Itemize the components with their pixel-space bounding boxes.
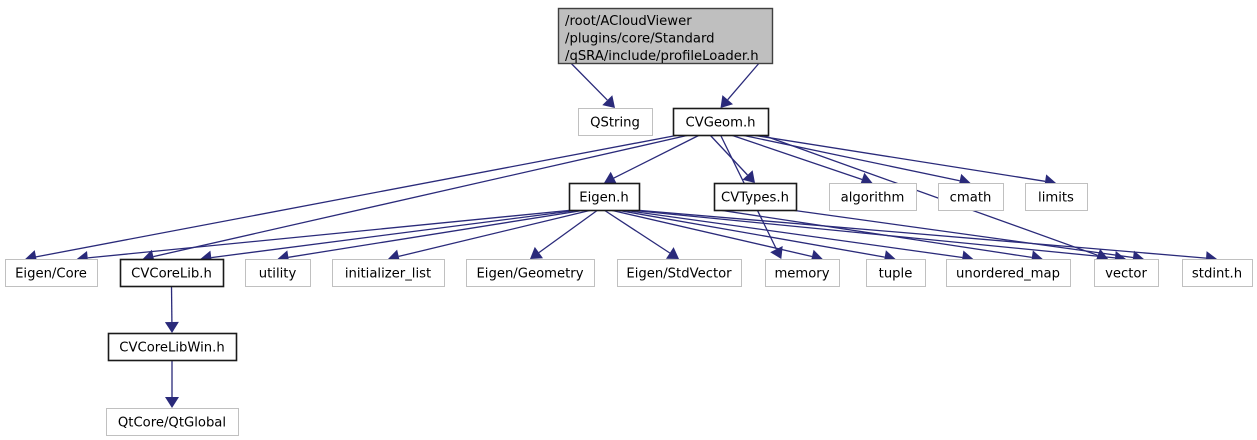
edge-cvgeom-to-limits — [751, 134, 1046, 182]
graph-node-qstring[interactable]: QString — [578, 108, 653, 136]
edge-eigenh-to-eigenstdvec — [603, 209, 671, 254]
edge-eigenh-to-utility — [288, 209, 586, 258]
edge-arrowhead-cvgeom-to-vector — [1095, 248, 1109, 262]
edge-root-to-cvgeom — [727, 62, 760, 101]
edge-eigenh-to-memory — [610, 209, 813, 258]
edge-arrowhead-cvgeom-to-algorithm — [859, 172, 873, 187]
edge-cvgeom-to-cvcorelib — [153, 134, 690, 258]
edge-cvtypes-to-vector — [791, 209, 1134, 259]
node-box-tuple[interactable] — [866, 259, 926, 287]
node-box-cvcorelibwin[interactable] — [107, 332, 238, 362]
node-layer: /root/ACloudViewer/plugins/core/Standard… — [5, 7, 1253, 436]
edge-root-to-qstring — [570, 62, 608, 101]
node-box-unorderedmap[interactable] — [946, 259, 1071, 287]
graph-node-memory[interactable]: memory — [765, 259, 840, 287]
node-box-algorithm[interactable] — [829, 183, 917, 211]
edge-arrowhead-root-to-cvgeom — [720, 95, 733, 108]
edge-eigenh-to-vector — [628, 209, 1116, 259]
edge-layer — [25, 62, 1217, 408]
edge-eigenh-to-eigencore — [87, 209, 574, 259]
graph-node-cvgeom[interactable]: CVGeom.h — [672, 107, 770, 137]
edge-eigenh-to-unorderedmap — [622, 209, 963, 259]
graph-node-limits[interactable]: limits — [1025, 183, 1088, 211]
graph-node-tuple[interactable]: tuple — [866, 259, 926, 287]
graph-node-cvtypes[interactable]: CVTypes.h — [713, 182, 798, 212]
edge-eigenh-to-eigengeom — [538, 209, 599, 254]
graph-node-initlist[interactable]: initializer_list — [332, 259, 445, 287]
edge-cvgeom-to-cmath — [741, 134, 960, 182]
graph-node-eigenh[interactable]: Eigen.h — [568, 182, 641, 212]
node-box-qtglobal[interactable] — [106, 408, 239, 436]
graph-node-root[interactable]: /root/ACloudViewer/plugins/core/Standard… — [557, 7, 774, 65]
edge-arrowhead-cvcorelib-to-cvcorelibwin — [164, 321, 179, 333]
graph-node-unorderedmap[interactable]: unordered_map — [946, 259, 1071, 287]
node-box-eigencore[interactable] — [5, 259, 98, 287]
graph-node-qtglobal[interactable]: QtCore/QtGlobal — [106, 408, 239, 436]
edge-cvgeom-to-eigenh — [613, 134, 700, 179]
edge-cvgeom-to-algorithm — [730, 134, 863, 181]
edge-cvgeom-to-cvtypes — [709, 134, 748, 176]
edge-arrowhead-cvgeom-to-eigenh — [604, 171, 617, 185]
edge-arrowhead-eigenh-to-eigengeom — [530, 246, 543, 259]
edge-eigenh-to-tuple — [616, 209, 885, 258]
edge-eigenh-to-initlist — [398, 209, 592, 258]
edge-arrowhead-cvgeom-to-cvtypes — [742, 170, 755, 183]
edge-eigenh-to-cvcorelib — [211, 209, 580, 259]
node-box-qstring[interactable] — [578, 108, 653, 136]
graph-node-algorithm[interactable]: algorithm — [829, 183, 917, 211]
node-box-cvtypes[interactable] — [713, 182, 798, 212]
edge-cvgeom-to-vector — [762, 134, 1098, 256]
node-box-eigenh[interactable] — [568, 182, 641, 212]
graph-node-cvcorelib[interactable]: CVCoreLib.h — [119, 258, 225, 288]
node-box-utility[interactable] — [245, 259, 311, 287]
graph-node-eigenstdvec[interactable]: Eigen/StdVector — [617, 259, 742, 287]
node-box-vector[interactable] — [1094, 259, 1159, 287]
node-box-root[interactable] — [557, 7, 774, 65]
node-box-limits[interactable] — [1025, 183, 1088, 211]
edge-arrowhead-cvcorelibwin-to-qtglobal — [165, 397, 179, 408]
node-box-stdint[interactable] — [1182, 259, 1253, 287]
graph-node-cmath[interactable]: cmath — [938, 183, 1004, 211]
graph-node-stdint[interactable]: stdint.h — [1182, 259, 1253, 287]
node-box-eigenstdvec[interactable] — [617, 259, 742, 287]
edge-cvtypes-to-unorderedmap — [718, 209, 1032, 259]
graph-node-cvcorelibwin[interactable]: CVCoreLibWin.h — [107, 332, 238, 362]
node-box-memory[interactable] — [765, 259, 840, 287]
node-box-initlist[interactable] — [332, 259, 445, 287]
node-box-cvgeom[interactable] — [672, 107, 770, 137]
edge-cvgeom-to-eigencore — [35, 134, 679, 258]
edge-eigenh-to-stdint — [634, 209, 1207, 259]
node-box-eigengeom[interactable] — [466, 259, 595, 287]
graph-node-eigengeom[interactable]: Eigen/Geometry — [466, 259, 595, 287]
edge-arrowhead-eigenh-to-eigenstdvec — [666, 247, 679, 259]
edge-arrowhead-root-to-qstring — [602, 95, 615, 108]
node-box-cvcorelib[interactable] — [119, 258, 225, 288]
graph-node-vector[interactable]: vector — [1094, 259, 1159, 287]
graph-node-eigencore[interactable]: Eigen/Core — [5, 259, 98, 287]
graph-node-utility[interactable]: utility — [245, 259, 311, 287]
node-box-cmath[interactable] — [938, 183, 1004, 211]
